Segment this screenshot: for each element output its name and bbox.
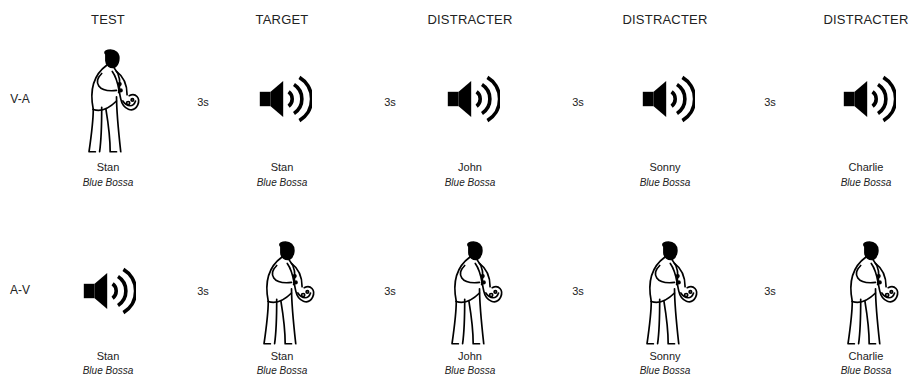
musician-name: Stan (97, 161, 120, 173)
musician-name: Stan (97, 350, 120, 362)
interval-label: 3s (197, 96, 209, 108)
musician-name: Sonny (649, 161, 680, 173)
speaker-icon (448, 77, 500, 120)
musician-name: Sonny (649, 350, 680, 362)
interval-label: 3s (572, 285, 584, 297)
interval-label: 3s (197, 285, 209, 297)
musician-name: John (458, 161, 482, 173)
saxophonist-icon (452, 242, 502, 344)
speaker-icon (643, 77, 695, 120)
tune-title: Blue Bossa (445, 365, 496, 376)
musician-name: Stan (271, 350, 294, 362)
tune-title: Blue Bossa (257, 177, 308, 188)
tune-title: Blue Bossa (257, 365, 308, 376)
tune-title: Blue Bossa (841, 365, 892, 376)
tune-title: Blue Bossa (83, 177, 134, 188)
musician-name: Charlie (849, 350, 884, 362)
saxophonist-icon (647, 242, 697, 344)
row-label: A-V (10, 284, 30, 297)
tune-title: Blue Bossa (841, 177, 892, 188)
saxophonist-icon (89, 50, 139, 152)
tune-title: Blue Bossa (640, 365, 691, 376)
column-header: TEST (91, 13, 125, 27)
musician-name: John (458, 350, 482, 362)
tune-title: Blue Bossa (445, 177, 496, 188)
speaker-icon (844, 77, 896, 120)
tune-title: Blue Bossa (83, 365, 134, 376)
interval-label: 3s (764, 285, 776, 297)
saxophonist-icon (848, 242, 898, 344)
interval-label: 3s (384, 96, 396, 108)
column-header: DISTRACTER (823, 13, 908, 27)
row-label: V-A (10, 93, 29, 106)
tune-title: Blue Bossa (640, 177, 691, 188)
column-header: TARGET (256, 13, 309, 27)
interval-label: 3s (572, 96, 584, 108)
speaker-icon (260, 77, 312, 120)
interval-label: 3s (764, 96, 776, 108)
column-header: DISTRACTER (622, 13, 707, 27)
interval-label: 3s (384, 285, 396, 297)
musician-name: Charlie (849, 161, 884, 173)
musician-name: Stan (271, 161, 294, 173)
column-header: DISTRACTER (427, 13, 512, 27)
speaker-icon (84, 269, 136, 312)
saxophonist-icon (264, 242, 314, 344)
